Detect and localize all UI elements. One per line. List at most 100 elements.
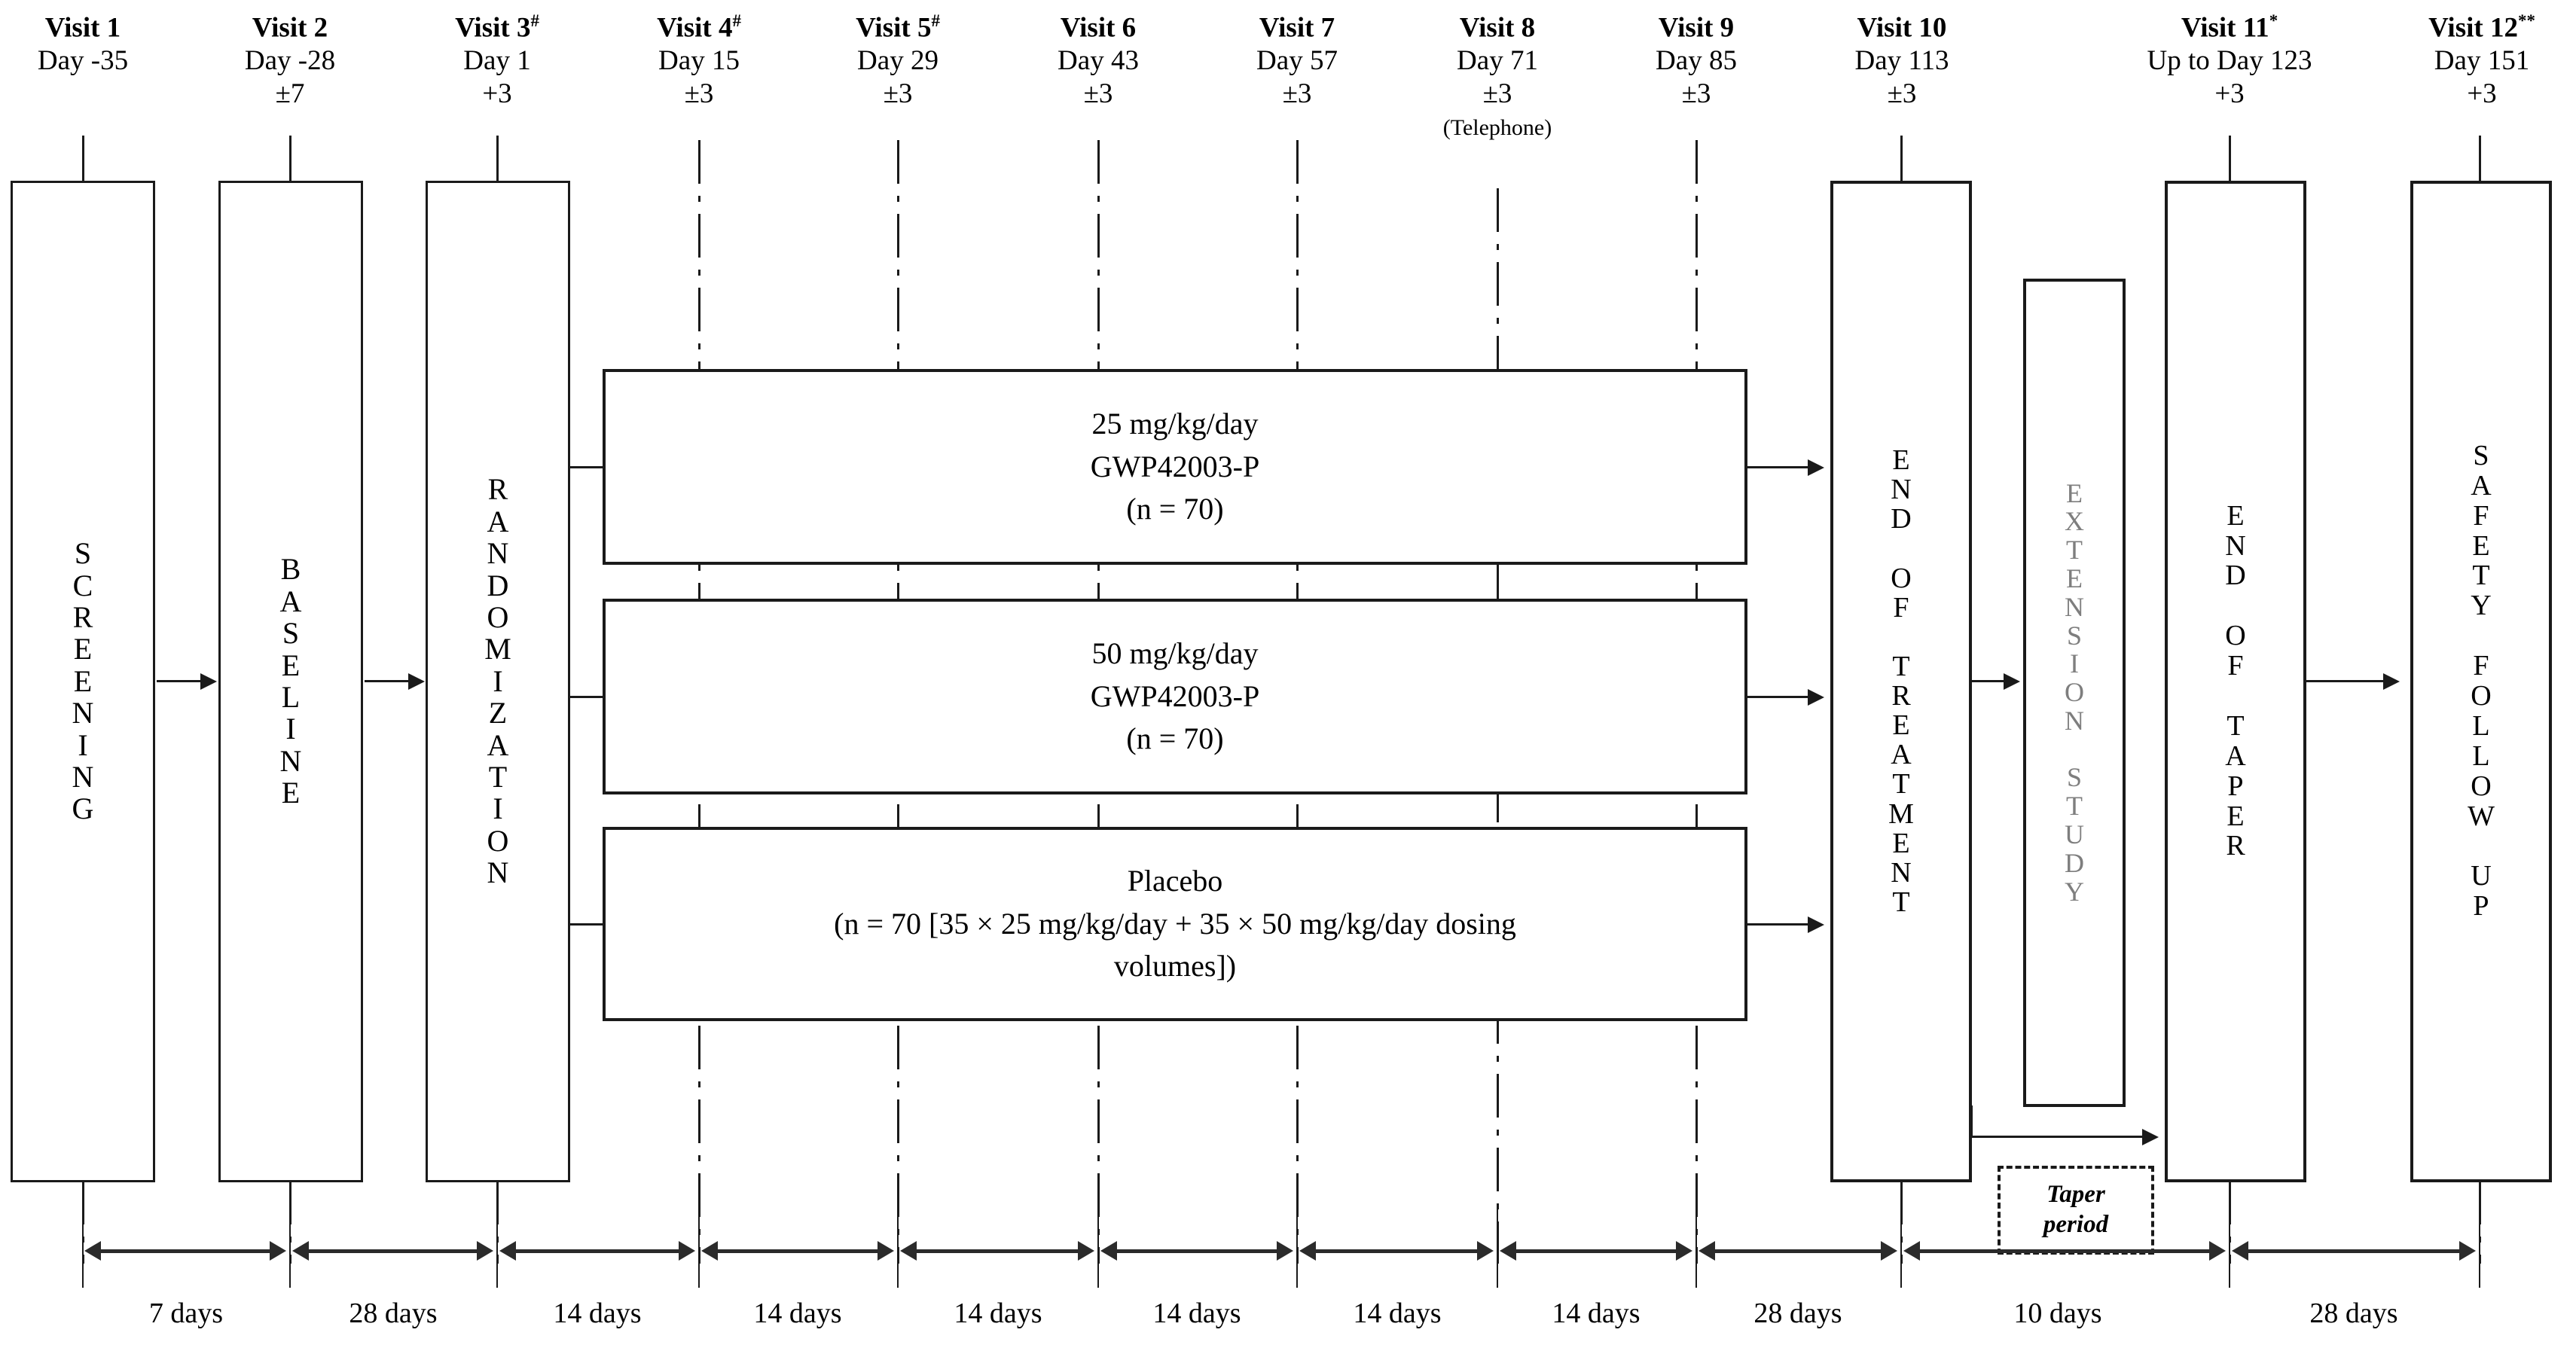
treatment-arm-box-25mg[interactable]: 25 mg/kg/day GWP42003-P (n = 70) — [603, 369, 1747, 565]
duration-label-6: 14 days — [1152, 1298, 1241, 1329]
visit-footnote-marker: # — [732, 11, 741, 30]
connector-randomization-to-arm-50mg — [570, 696, 605, 698]
duration-label-9: 28 days — [1753, 1298, 1842, 1329]
visit-title: Visit 12** — [2428, 11, 2535, 44]
visit-day: Day 29 — [857, 44, 939, 76]
visit-day: Day 15 — [658, 44, 740, 76]
ruler-tick-5 — [897, 1205, 899, 1288]
visit-line-12-top — [2479, 136, 2481, 181]
duration-line-7 — [1314, 1249, 1479, 1253]
visit-window: ±3 — [1083, 78, 1113, 109]
visit-day: Day 71 — [1457, 44, 1538, 76]
arm-n-line: (n = 70) — [1126, 492, 1224, 526]
ruler-tick-4 — [698, 1205, 700, 1288]
arrow-eot-to-extension-study — [2004, 673, 2020, 690]
arm-dose-line: 50 mg/kg/day — [1091, 636, 1259, 670]
visit-title: Visit 3# — [455, 11, 539, 44]
visit-column-9: Visit 9 Day 85 ±3 — [1613, 11, 1779, 110]
stage-label-randomization: R A N D O M I Z A T I O N — [484, 472, 511, 890]
connector-randomization-to-arm-placebo — [570, 923, 605, 926]
duration-arrow-right-9 — [1881, 1241, 1897, 1261]
visit-window: ±3 — [1482, 78, 1512, 109]
stage-box-end-of-taper[interactable]: E N D O F T A P E R — [2165, 181, 2306, 1182]
connector-baseline-to-randomization — [365, 680, 410, 682]
arm-drug-line: GWP42003-P — [1090, 679, 1260, 713]
visit-column-12: Visit 12** Day 151 +3 — [2395, 11, 2568, 110]
visit-title: Visit 6 — [1060, 12, 1137, 44]
duration-arrow-left-9 — [1699, 1241, 1715, 1261]
visit-line-2-top — [289, 136, 291, 181]
duration-arrow-left-7 — [1299, 1241, 1316, 1261]
treatment-arm-text-25mg: 25 mg/kg/day GWP42003-P (n = 70) — [1080, 403, 1270, 531]
arm-dose-line: 25 mg/kg/day — [1091, 406, 1259, 441]
taper-period-label: Taper period — [2043, 1181, 2109, 1238]
duration-arrow-left-8 — [1500, 1241, 1516, 1261]
stage-box-extension-study[interactable]: E X T E N S I O N S T U D Y — [2023, 279, 2126, 1107]
ruler-tick-7 — [1296, 1205, 1298, 1288]
ruler-tick-9 — [1695, 1205, 1697, 1288]
visit-title: Visit 4# — [657, 11, 741, 44]
visit-note-telephone: (Telephone) — [1442, 115, 1552, 141]
arrow-arm-placebo-to-eot — [1808, 916, 1824, 933]
arrow-arm-25mg-to-eot — [1808, 459, 1824, 476]
visit-column-10: Visit 10 Day 113 ±3 — [1815, 11, 1988, 110]
duration-arrow-left-3 — [499, 1241, 516, 1261]
visit-title: Visit 2 — [252, 12, 328, 44]
visit-window: ±3 — [1887, 78, 1917, 109]
duration-line-10 — [1918, 1249, 2211, 1253]
connector-end-of-taper-to-safety-follow-up — [2305, 680, 2386, 682]
visit-title: Visit 10 — [1857, 12, 1947, 44]
visit-day: Day 57 — [1256, 44, 1338, 76]
visit-day: Day -28 — [244, 44, 336, 76]
visit-day: Day 151 — [2434, 44, 2530, 76]
duration-arrow-left-6 — [1100, 1241, 1117, 1261]
taper-period-box[interactable]: Taper period — [1998, 1166, 2154, 1255]
duration-line-9 — [1713, 1249, 1882, 1253]
treatment-arm-box-50mg[interactable]: 50 mg/kg/day GWP42003-P (n = 70) — [603, 599, 1747, 794]
ruler-tick-6 — [1097, 1205, 1099, 1288]
duration-label-3: 14 days — [553, 1298, 642, 1329]
duration-line-5 — [914, 1249, 1079, 1253]
ruler-tick-8 — [1497, 1205, 1498, 1288]
duration-arrow-left-1 — [84, 1241, 101, 1261]
visit-column-4: Visit 4# Day 15 ±3 — [616, 11, 782, 110]
visit-title: Visit 11* — [2181, 11, 2278, 44]
visit-title: Visit 7 — [1259, 12, 1335, 44]
arm-n-line: volumes]) — [1113, 949, 1237, 983]
duration-label-4: 14 days — [753, 1298, 842, 1329]
duration-label-8: 14 days — [1552, 1298, 1641, 1329]
visit-window: ±3 — [1282, 78, 1312, 109]
duration-arrow-left-11 — [2232, 1241, 2248, 1261]
stage-box-screening[interactable]: S C R E E N I N G — [11, 181, 155, 1182]
duration-line-1 — [99, 1249, 270, 1253]
ruler-tick-11 — [2229, 1205, 2230, 1288]
connector-taper-path-to-end-of-taper — [1970, 1136, 2145, 1138]
duration-arrow-left-2 — [292, 1241, 309, 1261]
duration-arrow-left-5 — [900, 1241, 917, 1261]
arm-drug-line: GWP42003-P — [1090, 449, 1260, 483]
stage-label-safety-follow-up: S A F E T Y F O L L O W U P — [2468, 439, 2495, 922]
visit-footnote-marker: ** — [2517, 11, 2535, 30]
visit-column-3: Visit 3# Day 1 +3 — [414, 11, 580, 110]
visit-title: Visit 5# — [856, 11, 940, 44]
duration-arrow-right-1 — [270, 1241, 286, 1261]
visit-window: +3 — [482, 78, 512, 109]
duration-line-11 — [2246, 1249, 2461, 1253]
stage-box-end-of-treatment[interactable]: E N D O F T R E A T M E N T — [1830, 181, 1972, 1182]
duration-label-11: 28 days — [2309, 1298, 2398, 1329]
visit-day: Day 43 — [1058, 44, 1139, 76]
duration-label-7: 14 days — [1353, 1298, 1442, 1329]
connector-arm-25mg-to-eot — [1746, 466, 1811, 468]
connector-screening-to-baseline — [157, 680, 202, 682]
stage-box-safety-follow-up[interactable]: S A F E T Y F O L L O W U P — [2410, 181, 2552, 1182]
duration-arrow-left-10 — [1903, 1241, 1920, 1261]
duration-label-1: 7 days — [148, 1298, 224, 1329]
duration-line-4 — [716, 1249, 879, 1253]
visit-window: ±3 — [1681, 78, 1711, 109]
treatment-arm-box-placebo[interactable]: Placebo (n = 70 [35 × 25 mg/kg/day + 35 … — [603, 827, 1747, 1021]
stage-box-randomization[interactable]: R A N D O M I Z A T I O N — [426, 181, 570, 1182]
treatment-arm-text-50mg: 50 mg/kg/day GWP42003-P (n = 70) — [1080, 633, 1270, 761]
visit-line-10-top — [1900, 136, 1903, 181]
stage-box-baseline[interactable]: B A S E L I N E — [218, 181, 363, 1182]
